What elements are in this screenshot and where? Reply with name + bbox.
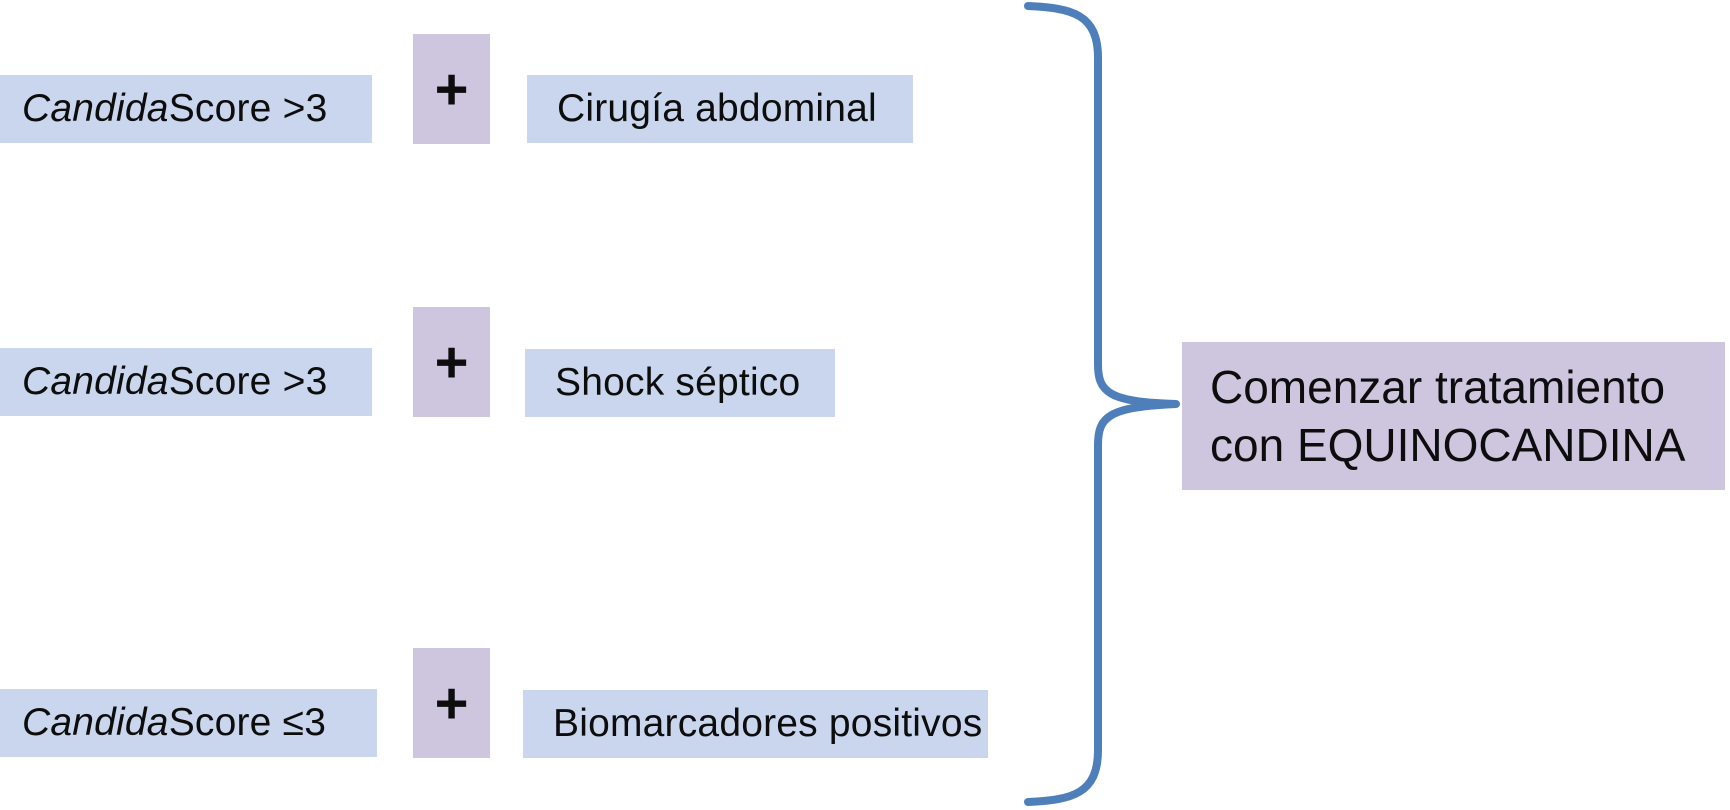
plus-operator-box-row1: + (413, 34, 490, 144)
score-value-text: Score >3 (168, 360, 328, 403)
treatment-result-box: Comenzar tratamiento con EQUINOCANDINA (1182, 342, 1725, 490)
score-value-text: Score ≤3 (168, 701, 327, 744)
score-name-italic: Candida (22, 360, 169, 403)
plus-sign: + (434, 329, 469, 395)
plus-operator-box-row3: + (413, 648, 490, 758)
score-name-italic: Candida (22, 87, 169, 130)
result-line1: Comenzar tratamiento (1210, 361, 1666, 413)
condition-box-positive-biomarkers: Biomarcadores positivos (523, 690, 988, 758)
condition-text: Cirugía abdominal (557, 87, 877, 130)
condition-box-abdominal-surgery: Cirugía abdominal (527, 75, 913, 143)
condition-text: Shock séptico (555, 361, 801, 404)
score-name-italic: Candida (22, 701, 169, 744)
result-line2: con EQUINOCANDINA (1210, 419, 1686, 471)
candida-score-box-row3: Candida Score ≤3 (0, 689, 377, 757)
plus-operator-box-row2: + (413, 307, 490, 417)
plus-sign: + (434, 670, 469, 736)
plus-sign: + (434, 56, 469, 122)
condition-box-septic-shock: Shock séptico (525, 349, 835, 417)
condition-text: Biomarcadores positivos (553, 702, 983, 745)
candida-score-box-row2: Candida Score >3 (0, 348, 372, 416)
score-value-text: Score >3 (168, 87, 328, 130)
candida-score-box-row1: Candida Score >3 (0, 75, 372, 143)
curly-brace-icon (1024, 2, 1180, 806)
curly-brace-path (1024, 2, 1180, 806)
